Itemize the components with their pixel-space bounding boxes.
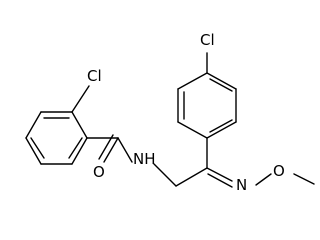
bond [177,121,208,139]
bond [207,173,233,188]
bond [71,137,88,165]
bond [68,137,83,159]
oxime-oxygen-label: O [273,162,285,180]
bond [117,137,133,163]
bonds [25,52,315,188]
bond [255,173,272,186]
bond [30,137,45,159]
bond [209,78,233,92]
bond [206,121,237,139]
bond [209,119,233,133]
bond [206,167,233,182]
bond [177,72,208,90]
bond [206,72,237,90]
chlorine-label-top: Cl [200,31,215,49]
carbonyl-oxygen-label: O [93,163,105,181]
bond [71,85,90,113]
chlorine-label-left: Cl [87,67,102,85]
bond [98,134,114,160]
atom-labels: Cl Cl NH O N O [87,31,285,194]
bond [71,111,88,139]
bond [153,163,177,187]
amide-nh-label: NH [133,150,156,168]
bond [293,173,315,185]
bond [25,137,42,165]
bond [25,111,42,139]
oxime-nitrogen-label: N [236,176,247,194]
bond [103,137,119,163]
bond [175,167,208,187]
